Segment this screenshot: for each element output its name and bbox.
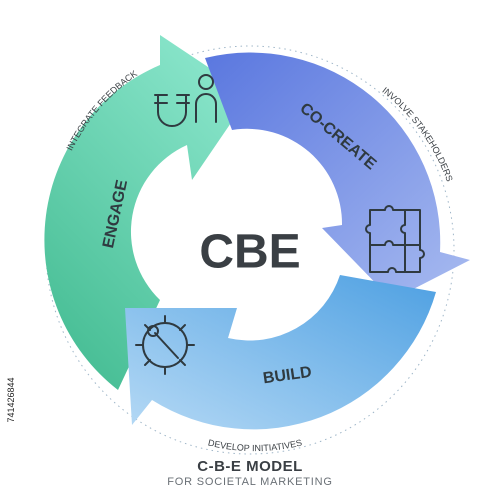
dotted-ring [45, 45, 455, 455]
build-arrow [125, 275, 436, 430]
center-title: CBE [199, 226, 300, 279]
build-label: BUILD [262, 364, 313, 388]
stock-id: 741426844 [6, 377, 16, 423]
model-subtitle: FOR SOCIETAL MARKETING [167, 476, 333, 488]
gear-wrench-icon [135, 315, 195, 375]
engage-arrow [44, 35, 250, 390]
puzzle-icon [365, 205, 425, 273]
model-title: C-B-E MODEL [197, 458, 303, 475]
cocreate-arrow [205, 52, 470, 300]
magnet-person-icon [154, 74, 217, 127]
